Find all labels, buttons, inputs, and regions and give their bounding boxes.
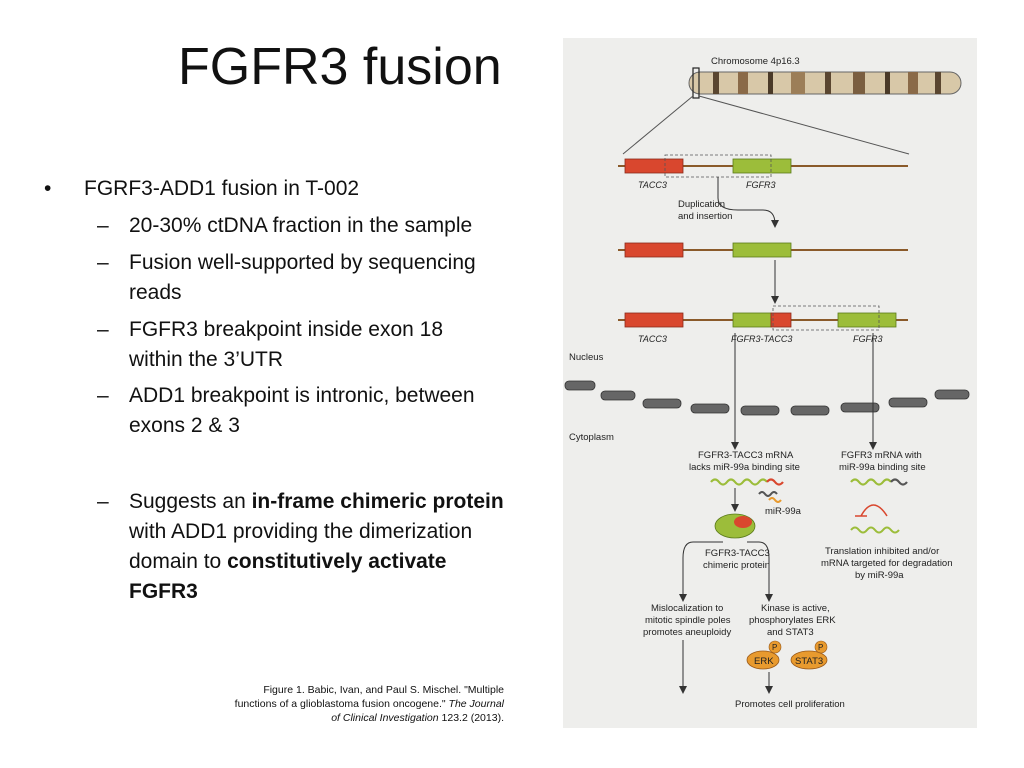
mirna-label: miR-99a	[765, 506, 802, 517]
sub-bullet-line: FGFR3 breakpoint inside exon 18	[129, 318, 444, 341]
text-run: domain to	[129, 550, 228, 573]
mirna-strand-2	[768, 497, 782, 503]
zoom-line-right	[698, 95, 910, 155]
stat3-label: STAT3	[795, 656, 823, 667]
sub-bullet-line: reads	[129, 281, 182, 304]
nuclear-envelope	[564, 380, 970, 416]
chromosome-label: Chromosome 4p16.3	[711, 56, 800, 67]
sub-bullet-text: Suggests an in-frame chimeric protein wi…	[129, 487, 539, 607]
left-mrna-fusion-part	[766, 478, 784, 486]
gene-row-2	[618, 242, 908, 258]
inhibition-label-2: mRNA targeted for degradation	[821, 558, 953, 569]
fgfr3-label: FGFR3	[853, 334, 883, 344]
sub-bullet-text: ADD1 breakpoint is intronic, between exo…	[129, 381, 539, 441]
citation-line: 123.2 (2013).	[438, 712, 504, 724]
bullet-text: FGRF3-ADD1 fusion in T-002	[84, 177, 360, 200]
proliferation-label: Promotes cell proliferation	[735, 699, 845, 710]
figure-citation: Figure 1. Babic, Ivan, and Paul S. Misch…	[198, 683, 504, 725]
erk-icon	[746, 650, 780, 670]
tacc3-label: TACC3	[638, 334, 667, 344]
arrow-branch-right	[747, 541, 773, 602]
right-mrna-strand	[850, 478, 892, 486]
inhibition-icon	[860, 504, 888, 517]
mirna-strand	[758, 491, 778, 497]
protein-tacc3-domain	[734, 516, 752, 528]
citation-italic: of Clinical Investigation	[331, 712, 439, 724]
fusion-gene-label: FGFR3-TACC3	[731, 334, 792, 344]
citation-italic: The Journal	[448, 698, 504, 710]
erk-label: ERK	[754, 656, 774, 667]
mislocalization-label-3: promotes aneuploidy	[643, 627, 731, 638]
text-bold: FGFR3	[129, 580, 198, 603]
fgfr3-tacc3-figure: Chromosome 4p16.3 TACC3 FGFR3 Duplicat	[563, 38, 977, 728]
bullet-dot-icon: •	[44, 177, 52, 200]
text-bold: constitutively activate	[227, 550, 447, 573]
figure-diagram: Chromosome 4p16.3 TACC3 FGFR3 Duplicat	[564, 56, 970, 710]
dash-icon: –	[97, 384, 109, 407]
citation-line: functions of a glioblastoma fusion oncog…	[234, 698, 449, 710]
phospho-icon	[768, 640, 782, 654]
phospho-p-label: P	[818, 643, 823, 652]
nucleus-label: Nucleus	[569, 352, 604, 363]
kinase-label-2: phosphorylates ERK	[749, 615, 836, 626]
inhibition-label-3: by miR-99a	[855, 570, 904, 581]
sub-bullet-line: exons 2 & 3	[129, 414, 240, 437]
duplication-label: Duplication	[678, 199, 725, 210]
kinase-label: Kinase is active,	[761, 603, 830, 614]
mislocalization-label-2: mitotic spindle poles	[645, 615, 731, 626]
sub-bullet-text: 20-30% ctDNA fraction in the sample	[129, 214, 473, 237]
right-mrna-binding-site	[890, 478, 908, 486]
sub-bullet-line: within the 3’UTR	[129, 348, 284, 371]
left-mrna-strand	[710, 478, 768, 486]
slide-title: FGFR3 fusion	[178, 38, 502, 96]
protein-label: FGFR3-TACC3	[705, 548, 770, 559]
dash-icon: –	[97, 214, 109, 237]
dash-icon: –	[97, 318, 109, 341]
gene-row-1: TACC3 FGFR3	[618, 154, 908, 190]
cytoplasm-label: Cytoplasm	[569, 432, 614, 443]
duplication-arrow	[717, 177, 779, 228]
chromosome-ideogram	[688, 67, 962, 99]
sub-bullet-text: Fusion well-supported by sequencing read…	[129, 248, 539, 308]
right-mrna-note: miR-99a binding site	[839, 462, 926, 473]
insertion-label: and insertion	[678, 211, 732, 222]
sub-bullet-line: Fusion well-supported by sequencing	[129, 251, 476, 274]
dash-icon: –	[97, 251, 109, 274]
text-bold: in-frame chimeric protein	[251, 490, 504, 513]
sub-bullet-text: FGFR3 breakpoint inside exon 18 within t…	[129, 315, 539, 375]
dash-icon: –	[97, 490, 109, 513]
kinase-label-3: and STAT3	[767, 627, 814, 638]
protein-label-2: chimeric protein	[703, 560, 770, 571]
sub-bullet-line: ADD1 breakpoint is intronic, between	[129, 384, 475, 407]
citation-line: Figure 1. Babic, Ivan, and Paul S. Misch…	[263, 684, 504, 696]
fgfr3-label: FGFR3	[746, 180, 776, 190]
text-run: with ADD1 providing the dimerization	[129, 520, 473, 543]
mislocalization-label: Mislocalization to	[651, 603, 723, 614]
phospho-p-label: P	[772, 643, 777, 652]
text-run: Suggests an	[129, 490, 252, 513]
arrow-branch-left	[679, 541, 723, 602]
left-mrna-note: lacks miR-99a binding site	[689, 462, 800, 473]
tacc3-label: TACC3	[638, 180, 667, 190]
inhibited-mrna	[850, 526, 900, 534]
inhibition-label: Translation inhibited and/or	[825, 546, 939, 557]
right-mrna-label: FGFR3 mRNA with	[841, 450, 922, 461]
left-mrna-label: FGFR3-TACC3 mRNA	[698, 450, 794, 461]
gene-row-3: TACC3 FGFR3-TACC3 FGFR3	[618, 305, 908, 344]
zoom-line-left	[622, 95, 694, 155]
stat3-icon	[790, 650, 828, 670]
